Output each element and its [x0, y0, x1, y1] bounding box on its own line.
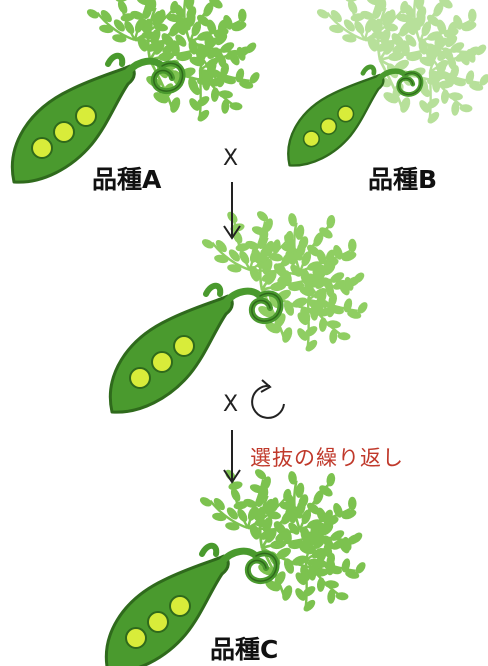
pea-pod-b: [288, 67, 421, 166]
arrow-down-icon-2: [223, 430, 241, 484]
variety-b-plant: [288, 0, 488, 165]
selection-note: 選抜の繰り返し: [250, 446, 404, 470]
label-variety-a: 品種A: [92, 165, 162, 194]
leaf-cluster-c: [191, 448, 384, 630]
cross-symbol-2: X: [223, 392, 239, 417]
label-variety-b: 品種B: [368, 165, 438, 194]
cross-symbol-1: X: [223, 146, 239, 171]
leaf-cluster-hybrid: [193, 190, 386, 370]
repeat-arrow-icon: [251, 379, 285, 419]
arrow-down-icon: [223, 182, 241, 240]
label-variety-c: 品種C: [210, 635, 279, 664]
hybrid-plant: [110, 190, 386, 412]
